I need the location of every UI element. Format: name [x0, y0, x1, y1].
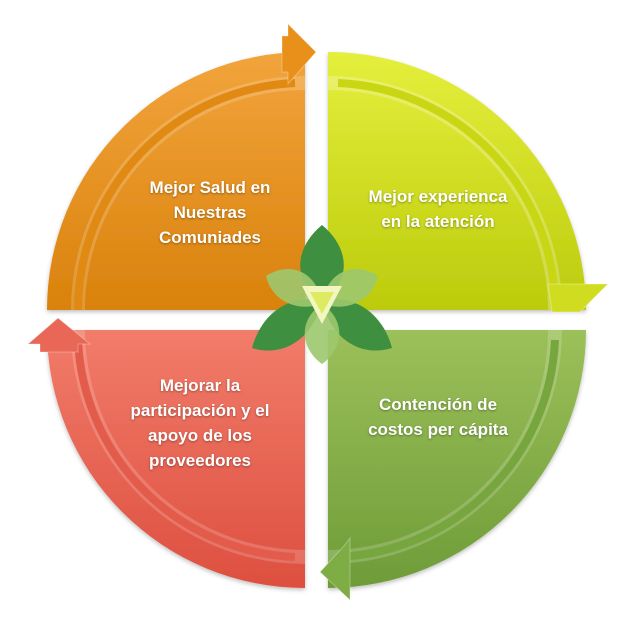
quadrant-top-left-label: Mejor Salud en Nuestras Comuniades — [115, 175, 305, 250]
quadrant-top-right-label: Mejor experienca en la atención — [338, 184, 538, 234]
trillium-logo-icon — [252, 225, 392, 364]
quadrant-top-right-line-2: en la atención — [381, 212, 495, 231]
quadrant-top-right-line-1: Mejor experienca — [368, 187, 508, 206]
quadrant-bottom-left-line-4: proveedores — [148, 451, 252, 470]
logo-leaf-right — [322, 299, 392, 351]
logo-petal-bottom — [304, 304, 340, 364]
arrow-top-left — [71, 22, 317, 311]
quadrant-top-left-line-3: Comuniades — [158, 228, 262, 247]
quadrant-top-right — [328, 52, 586, 310]
quadrant-bottom-right — [328, 330, 586, 588]
quadrant-top-left-line-1: Mejor Salud en — [149, 178, 271, 197]
quadrant-bottom-left-line-2: participación y el — [130, 401, 270, 420]
quadrant-bottom-right-label: Contención de costos per cápita — [338, 392, 538, 442]
arrow-bottom-right — [319, 329, 562, 602]
logo-leaf-left — [252, 299, 322, 351]
quadrant-bottom-right-line-1: Contención de — [378, 395, 498, 414]
quadrant-bottom-left-label: Mejorar la participación y el apoyo de l… — [100, 373, 300, 473]
quadrant-bottom-left-line-1: Mejorar la — [159, 376, 241, 395]
quadrant-top-left — [47, 52, 305, 310]
arrow-bottom-left — [26, 317, 306, 564]
quadrant-bottom-left — [47, 330, 305, 588]
arrow-top-right — [327, 76, 610, 313]
quadrant-bottom-left-line-3: apoyo de los — [148, 426, 252, 445]
quadrant-bottom-right-line-2: costos per cápita — [368, 420, 508, 439]
quadrant-top-left-line-2: Nuestras — [173, 203, 247, 222]
